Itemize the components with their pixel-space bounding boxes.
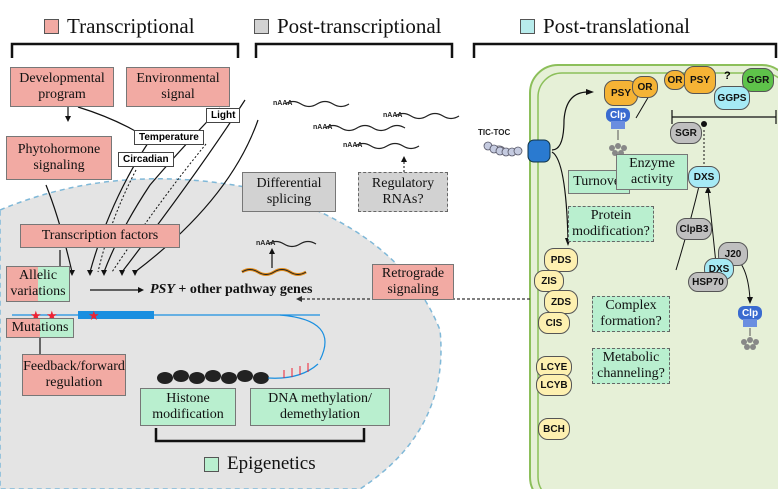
- bracket-epigenetics: [154, 428, 366, 443]
- pds-protein: PDS: [544, 248, 578, 272]
- bch-protein: BCH: [538, 418, 570, 440]
- histone-modification-box: Histone modification: [140, 388, 236, 426]
- regulatory-rnas-box: Regulatory RNAs?: [358, 172, 448, 212]
- mutation-stars: ★ ★ ★: [30, 309, 100, 324]
- complex-formation-box: Complex formation?: [592, 296, 670, 332]
- zis-protein: ZIS: [534, 270, 564, 292]
- environmental-signal-box: Environmental signal: [126, 67, 230, 107]
- bracket-transcriptional: [10, 42, 240, 58]
- ggps-question-mark: ?: [724, 70, 731, 82]
- header-transcriptional-label: Transcriptional: [67, 14, 195, 38]
- hsp70-protein: HSP70: [688, 272, 728, 292]
- clp-protein-2: Clp: [741, 307, 759, 319]
- tic-toc-channel: [527, 139, 551, 163]
- or-protein-2: OR: [664, 70, 686, 90]
- polya-label-4: nAAA: [343, 142, 363, 149]
- sgr-protein: SGR: [670, 122, 702, 144]
- tic-toc-label: TIC-TOC: [478, 128, 511, 137]
- dna-methylation-box: DNA methylation/ demethylation: [250, 388, 390, 426]
- bracket-post-translational: [472, 42, 778, 58]
- mrna-lines: [267, 100, 460, 248]
- phytohormone-signaling-box: Phytohormone signaling: [6, 136, 112, 180]
- header-post-translational: Post-translational: [520, 14, 690, 39]
- lcyb-protein: LCYB: [536, 374, 572, 396]
- legend-square-transcriptional: [44, 19, 59, 34]
- transcription-factors-box: Transcription factors: [20, 224, 180, 248]
- gene-label-rest: + other pathway genes: [174, 282, 313, 297]
- developmental-program-box: Developmental program: [10, 67, 114, 107]
- gene-label: PSY + other pathway genes: [150, 282, 313, 298]
- clp-complex-2: [738, 306, 762, 350]
- header-epigenetics: Epigenetics: [204, 453, 316, 475]
- psy-protein-2: PSY: [684, 66, 716, 94]
- gene-label-psy: PSY: [150, 282, 175, 297]
- clp-protein-1: Clp: [609, 109, 627, 121]
- header-post-translational-label: Post-translational: [543, 14, 690, 38]
- ggps-protein: GGPS: [714, 86, 750, 110]
- ggr-protein: GGR: [742, 68, 774, 92]
- zds-protein: ZDS: [544, 290, 578, 314]
- clpb3-protein: ClpB3: [676, 218, 712, 240]
- polya-label-1: nAAA: [273, 100, 293, 107]
- retrograde-signaling-box: Retrograde signaling: [372, 264, 454, 300]
- mutations-box: Mutations: [6, 318, 74, 338]
- svg-text:★: ★: [46, 309, 58, 324]
- bracket-post-transcriptional: [254, 42, 454, 58]
- gene-bar: [78, 311, 154, 319]
- polya-label-3: nAAA: [383, 112, 403, 119]
- legend-square-post-translational: [520, 19, 535, 34]
- feedback-regulation-box: Feedback/forward regulation: [22, 354, 126, 396]
- polya-label-2: nAAA: [313, 124, 333, 131]
- circadian-label: Circadian: [118, 152, 174, 167]
- clp-complex-1: [606, 108, 630, 156]
- differential-splicing-box: Differential splicing: [242, 172, 336, 212]
- enzyme-activity-box: Enzyme activity: [616, 154, 688, 190]
- svg-text:★: ★: [88, 309, 100, 324]
- header-transcriptional: Transcriptional: [44, 14, 195, 39]
- header-epigenetics-label: Epigenetics: [227, 453, 316, 474]
- cis-protein: CIS: [538, 312, 570, 334]
- light-label: Light: [206, 108, 241, 123]
- header-post-transcriptional-label: Post-transcriptional: [277, 14, 442, 38]
- legend-square-epigenetics: [204, 456, 219, 472]
- header-post-transcriptional: Post-transcriptional: [254, 14, 441, 39]
- metabolic-channeling-box: Metabolic channeling?: [592, 348, 670, 384]
- allelic-variations-box: Allelic variations: [6, 266, 70, 302]
- svg-text:★: ★: [30, 309, 42, 324]
- legend-square-post-transcriptional: [254, 19, 269, 34]
- or-protein-1: OR: [632, 76, 658, 98]
- temperature-label: Temperature: [134, 130, 204, 145]
- chromatin: [157, 370, 269, 384]
- polya-label-5: nAAA: [256, 240, 276, 247]
- dxs-protein-1: DXS: [688, 166, 720, 188]
- methyl-marks: [283, 363, 309, 378]
- transit-peptide: [483, 141, 523, 157]
- protein-modification-box: Protein modification?: [568, 206, 654, 242]
